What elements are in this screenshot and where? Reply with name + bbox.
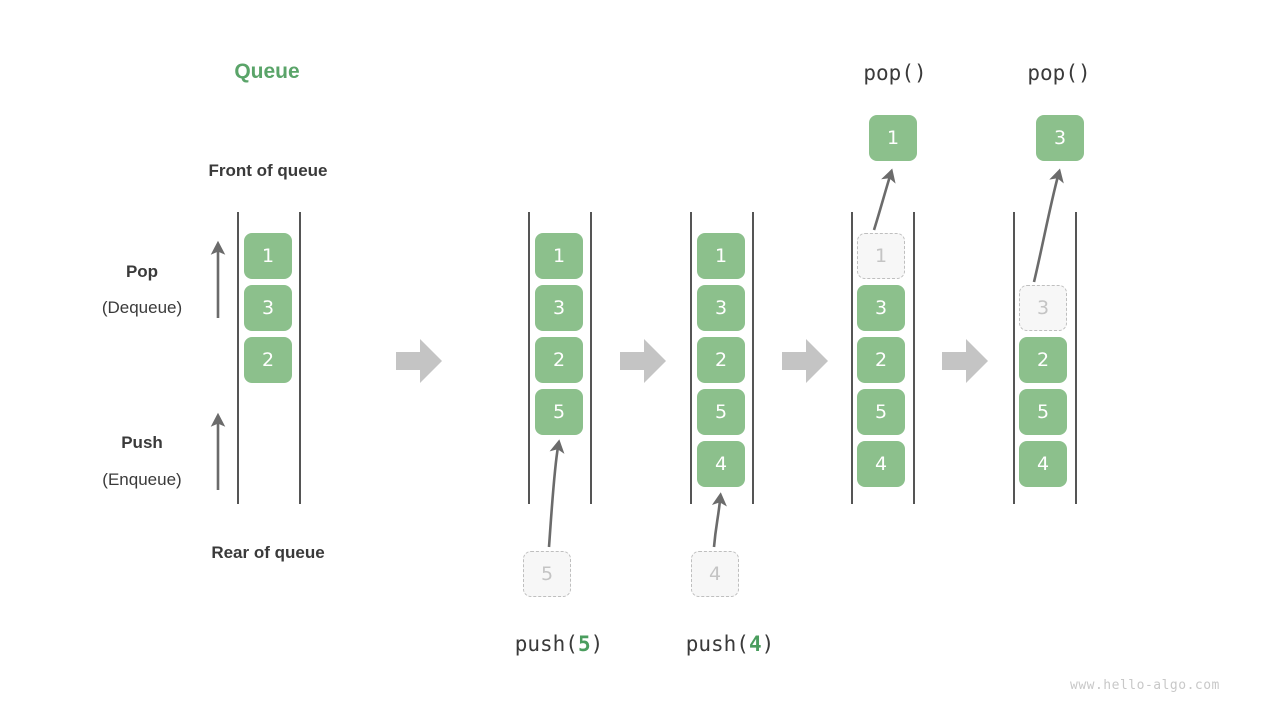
- transition-arrow-4: [942, 339, 988, 383]
- queue-cell: 3: [697, 285, 745, 331]
- queue-cell: 5: [697, 389, 745, 435]
- queue-cell: 1: [535, 233, 583, 279]
- push-label: Push: [121, 433, 163, 452]
- queue-rail-left-col5: [1013, 212, 1015, 504]
- push-suffix: ): [761, 632, 775, 656]
- transition-arrow-2: [620, 339, 666, 383]
- queue-cell-removed-ghost: 1: [857, 233, 905, 279]
- page-title: Queue: [234, 60, 300, 83]
- pop-label: Pop: [125, 262, 159, 281]
- queue-cell: 4: [1019, 441, 1067, 487]
- push-prefix: push(: [685, 632, 749, 656]
- transition-arrow-1: [396, 339, 442, 383]
- queue-cell-new: 4: [697, 441, 745, 487]
- push-5-insert-arrow: [547, 439, 565, 548]
- pop-3-extract-arrow: [1032, 168, 1064, 283]
- queue-cell-removed-ghost: 3: [1019, 285, 1067, 331]
- pop-caption-2: pop(): [1027, 61, 1091, 85]
- queue-rail-right-col3: [752, 212, 754, 504]
- queue-cell: 3: [535, 285, 583, 331]
- queue-rail-right-col2: [590, 212, 592, 504]
- queue-rail-left-col3: [690, 212, 692, 504]
- pop-1-extract-arrow: [872, 168, 896, 231]
- queue-rail-right-col4: [913, 212, 915, 504]
- push-4-caption: push(4): [650, 632, 810, 656]
- transition-arrow-3: [782, 339, 828, 383]
- front-of-queue-label: Front of queue: [208, 161, 328, 180]
- push-4-insert-arrow: [711, 492, 727, 548]
- queue-cell: 2: [244, 337, 292, 383]
- queue-rail-left-col4: [851, 212, 853, 504]
- queue-cell: 1: [244, 233, 292, 279]
- queue-cell: 4: [857, 441, 905, 487]
- queue-cell: 5: [857, 389, 905, 435]
- queue-rail-left-col2: [528, 212, 530, 504]
- queue-cell-new: 5: [535, 389, 583, 435]
- pop-sublabel: (Dequeue): [101, 298, 183, 317]
- queue-cell: 2: [1019, 337, 1067, 383]
- queue-rail-left-col1: [237, 212, 239, 504]
- push-5-value: 5: [577, 632, 591, 656]
- rear-of-queue-label: Rear of queue: [211, 543, 325, 562]
- push-prefix: push(: [514, 632, 578, 656]
- queue-cell-incoming-ghost: 4: [691, 551, 739, 597]
- push-sublabel: (Enqueue): [102, 470, 182, 489]
- pop-caption-1: pop(): [863, 61, 927, 85]
- queue-rail-right-col1: [299, 212, 301, 504]
- queue-cell: 2: [857, 337, 905, 383]
- queue-cell-incoming-ghost: 5: [523, 551, 571, 597]
- queue-cell-popped: 3: [1036, 115, 1084, 161]
- push-suffix: ): [590, 632, 604, 656]
- queue-rail-right-col5: [1075, 212, 1077, 504]
- queue-cell: 3: [857, 285, 905, 331]
- queue-cell-popped: 1: [869, 115, 917, 161]
- queue-cell: 3: [244, 285, 292, 331]
- push-4-value: 4: [748, 632, 762, 656]
- queue-cell: 5: [1019, 389, 1067, 435]
- watermark: www.hello-algo.com: [1070, 678, 1220, 693]
- queue-cell: 2: [535, 337, 583, 383]
- queue-cell: 2: [697, 337, 745, 383]
- push-5-caption: push(5): [479, 632, 639, 656]
- queue-cell: 1: [697, 233, 745, 279]
